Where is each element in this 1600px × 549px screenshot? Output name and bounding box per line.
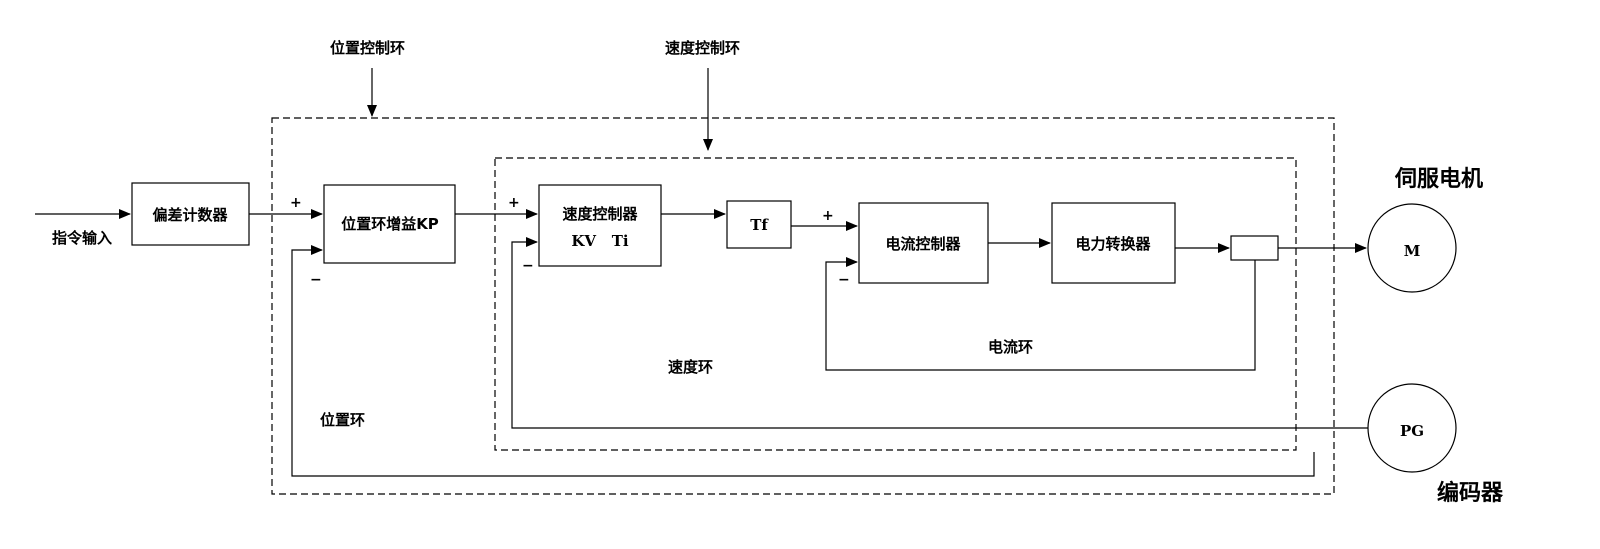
speed-plus-sign: + <box>508 195 520 211</box>
motor-circle <box>1367 203 1457 293</box>
position-gain-label: 位置环增益KP <box>341 215 439 233</box>
position-minus-sign: − <box>310 272 322 288</box>
servo-motor-label: 伺服电机 <box>1394 166 1483 192</box>
speed-feedback-line <box>511 237 1368 429</box>
position-control-loop-boundary <box>271 117 1335 495</box>
motor-label: M <box>1404 242 1421 260</box>
position-control-loop-label: 位置控制环 <box>330 39 405 57</box>
current-controller-block <box>858 202 989 284</box>
current-feedback-line <box>825 257 1256 371</box>
speed-loop-label: 速度环 <box>668 358 713 376</box>
speed-controller-label: 速度控制器 <box>562 205 638 223</box>
power-converter-label: 电力转换器 <box>1075 235 1151 253</box>
deviation-counter-block <box>131 182 250 246</box>
current-loop-label: 电流环 <box>988 338 1033 356</box>
position-gain-block <box>323 184 456 264</box>
power-converter-block <box>1051 202 1176 284</box>
current-sensor-block <box>1230 235 1279 261</box>
current-controller-label: 电流控制器 <box>885 235 961 253</box>
position-loop-label: 位置环 <box>320 411 365 429</box>
speed-control-loop-boundary <box>494 157 1297 451</box>
encoder-label: 编码器 <box>1437 480 1504 506</box>
current-plus-sign: + <box>822 208 834 224</box>
current-minus-sign: − <box>838 272 850 288</box>
speed-controller-block <box>538 184 662 267</box>
pg-encoder-circle <box>1367 383 1457 473</box>
pg-encoder-label: PG <box>1400 422 1424 440</box>
speed-controller-params: KV Ti <box>571 232 629 250</box>
deviation-counter-label: 偏差计数器 <box>152 206 228 224</box>
position-feedback-line <box>291 245 1315 477</box>
filter-tf-label: Tf <box>750 216 769 234</box>
speed-minus-sign: − <box>522 258 534 274</box>
command-input-label: 指令输入 <box>52 229 112 247</box>
position-plus-sign: + <box>290 195 302 211</box>
speed-control-loop-label: 速度控制环 <box>665 39 740 57</box>
filter-tf-block <box>726 200 792 249</box>
